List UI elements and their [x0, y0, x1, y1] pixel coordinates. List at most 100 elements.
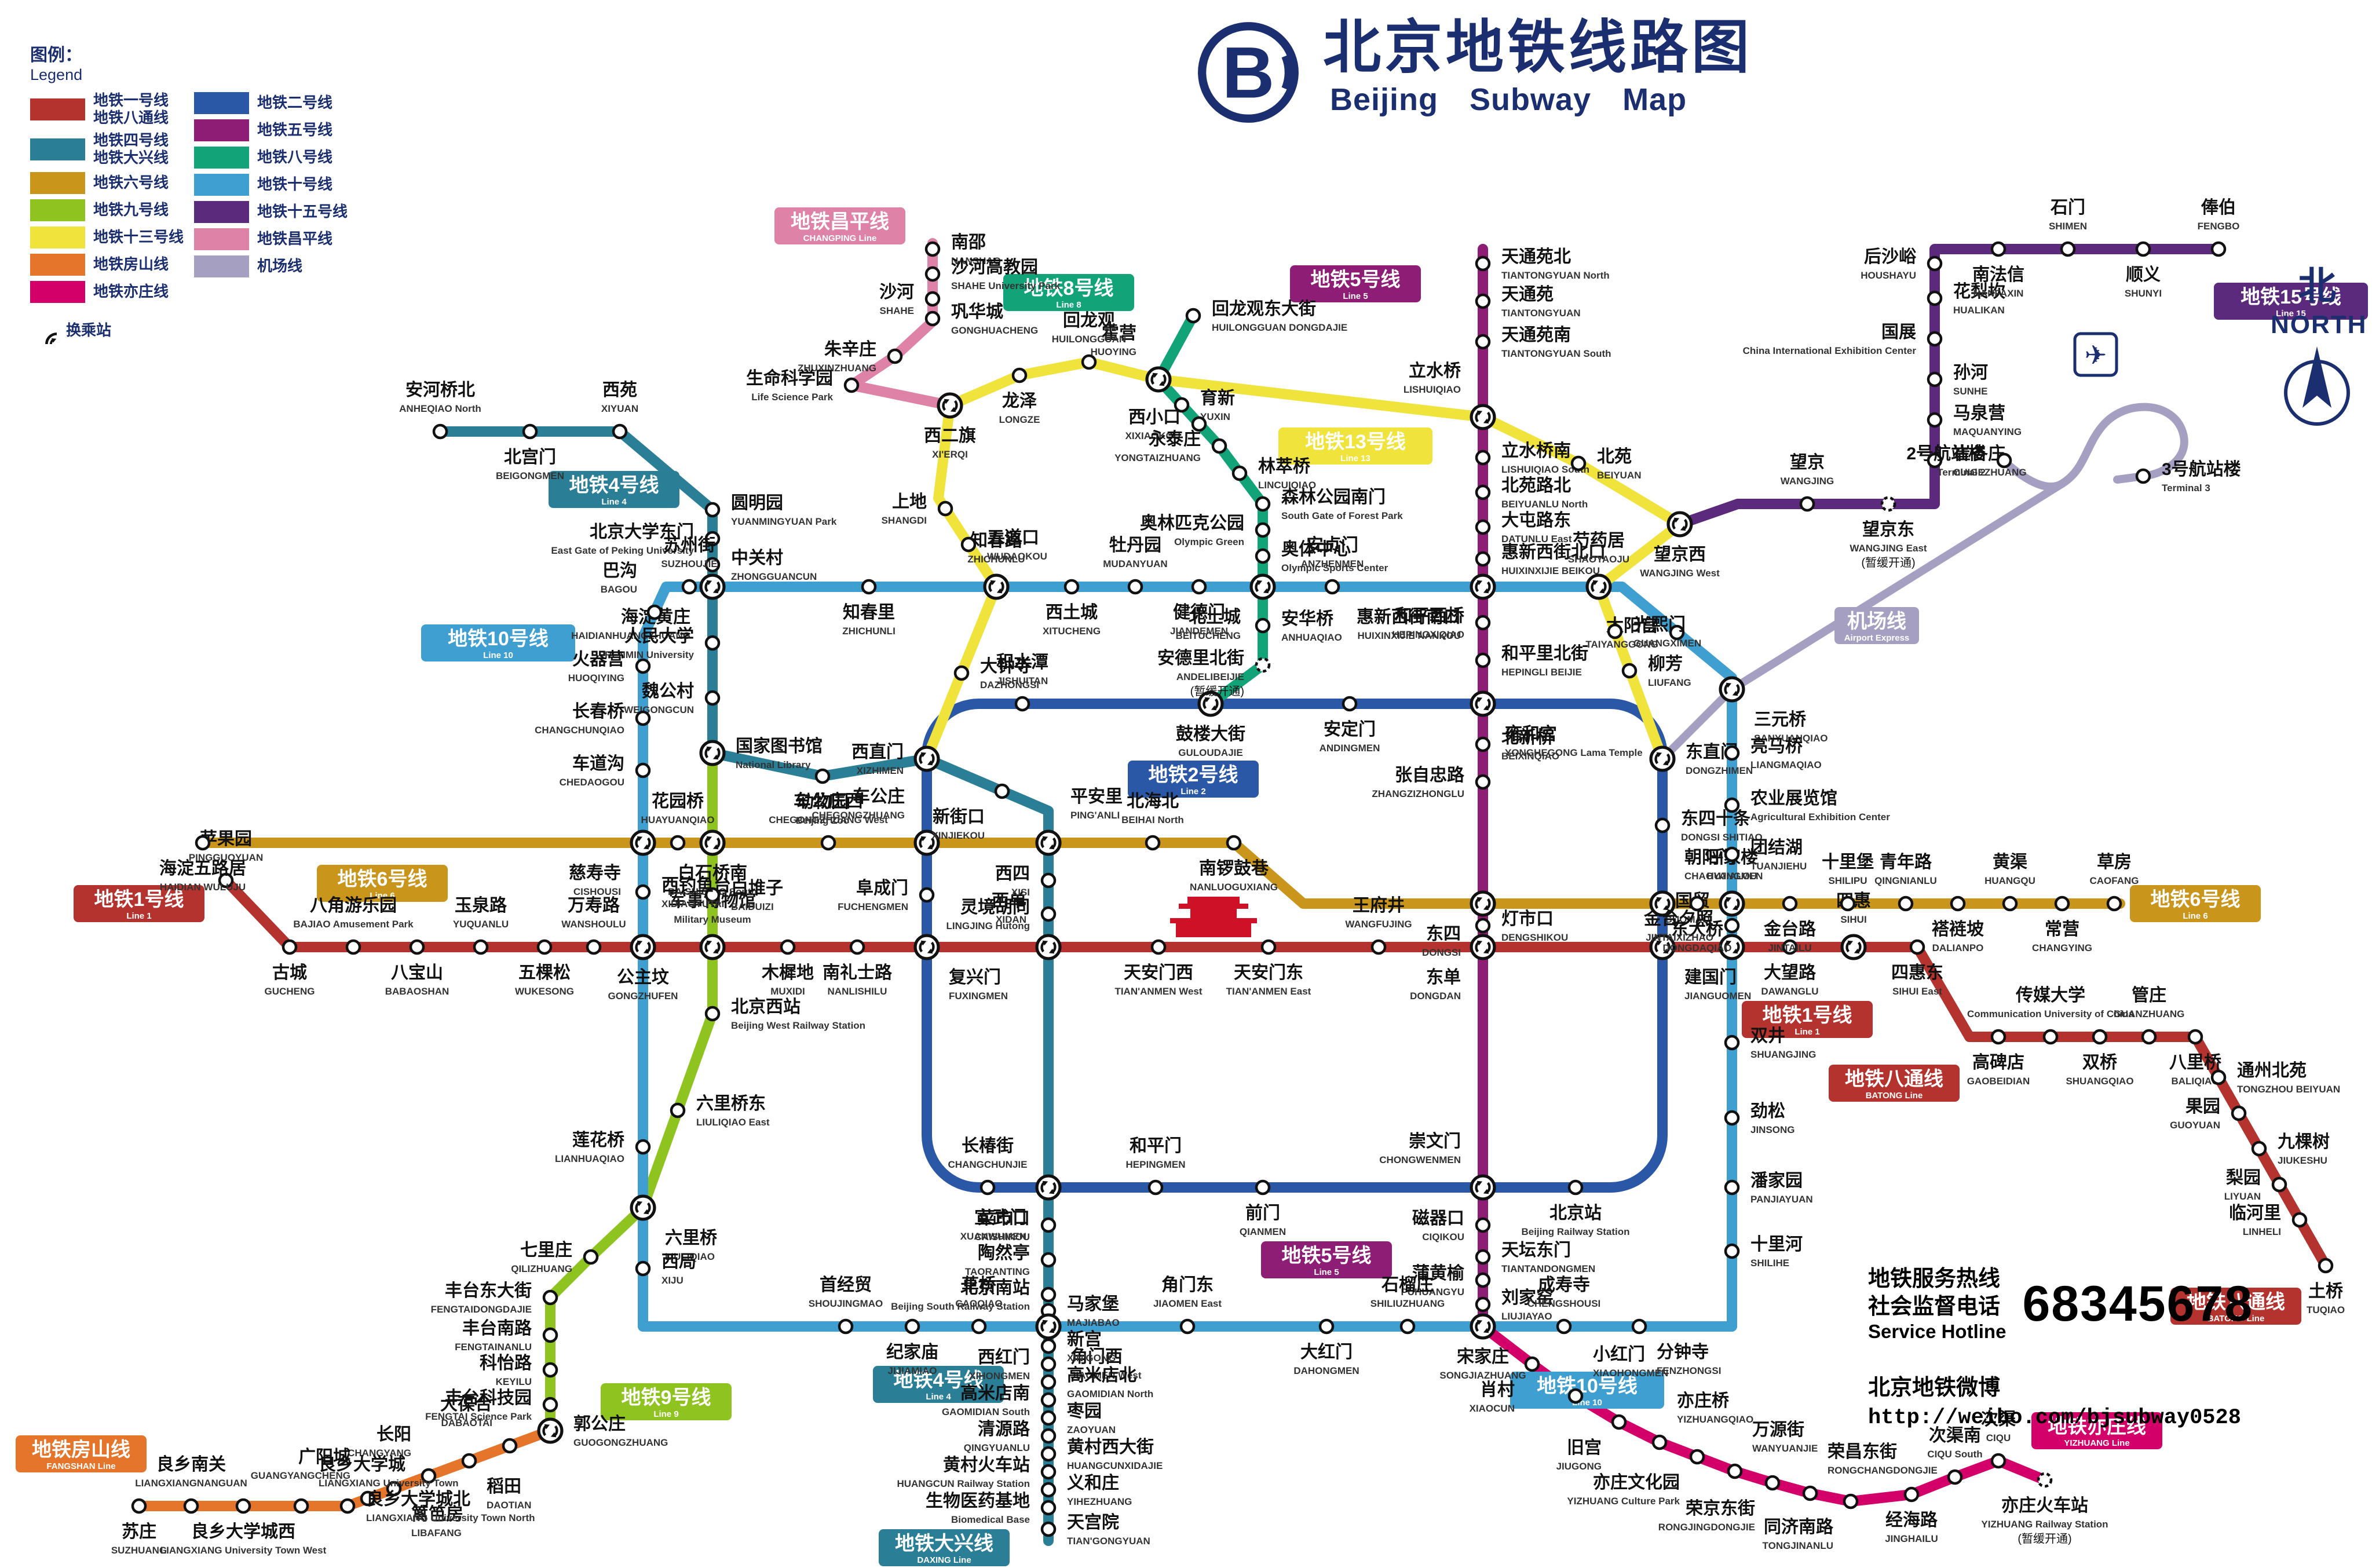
station-dot [1174, 397, 1190, 413]
station-label-cn: 苏庄 [122, 1522, 156, 1541]
station-label-cn: 黄村火车站 [943, 1455, 1030, 1475]
station-label-en: GUANZHUANG [2114, 1008, 2185, 1019]
station-dot [1063, 579, 1080, 595]
station-label-en: Olympic Green [1174, 536, 1244, 547]
station-label-en: XI'ERQI [932, 449, 968, 460]
station-label-en: PANJIAYUAN [1750, 1194, 1813, 1205]
station-label-en: NANLUOGUXIANG [1190, 882, 1278, 893]
station-label-cn: 复兴门 [949, 968, 1001, 987]
station-label-en: JINTAIXIZHAO [1646, 932, 1713, 943]
station-label-en: LISHUIQIAO [1404, 384, 1461, 395]
station-label-cn: 西二旗 [924, 426, 976, 445]
station-label-cn: 北宫门 [504, 447, 556, 467]
station-dot [1782, 939, 1798, 955]
station-label-en: Terminal 2 [1937, 467, 1986, 478]
transfer-station-icon [1471, 1176, 1494, 1199]
station-label-cn: 六里桥东 [696, 1094, 766, 1113]
station-dot [1556, 1318, 1572, 1335]
station-label-cn: 菜市口 [978, 1208, 1030, 1228]
station-dot [1011, 367, 1028, 383]
station-label-en: HUANGCUN Railway Station [897, 1478, 1030, 1489]
station-label-cn: 西土城 [1046, 603, 1098, 622]
station-label-cn: 圆明园 [731, 494, 783, 513]
legend: 图例： Legend 地铁一号线 地铁八通线地铁四号线 地铁大兴线地铁六号线地铁… [30, 41, 348, 344]
station-label-cn: 车道沟 [572, 754, 624, 773]
station-label-cn: 西单 [992, 891, 1026, 911]
line-badge-cn: 地铁10号线 [448, 628, 549, 650]
station-label-cn: 北新桥 [1501, 728, 1554, 747]
station-label-cn: 健德门 [1173, 603, 1225, 622]
station-label-en: HUOYING [1091, 346, 1136, 357]
north-cn-label: 北 [2298, 264, 2336, 307]
station-label-en: JIAOMEN East [1153, 1298, 1222, 1309]
station-label-en: PINGGUOYUAN [189, 852, 263, 863]
station-label-cn: 积水潭 [996, 653, 1048, 672]
station-label-en: ZHICHUNLI [842, 626, 896, 637]
station-label-en: BAJIAO Amusement Park [293, 919, 414, 930]
station-dot [1631, 1318, 1647, 1335]
station-label-en: Beijing South Railway Station [891, 1301, 1030, 1312]
line-badge-en: BATONG Line [1866, 1091, 1923, 1101]
station-dot [1689, 896, 1705, 912]
station-label-en: HUILONGGUAN DONGDAJIE [1212, 322, 1347, 333]
station-dot [1255, 617, 1271, 634]
station-label-cn: 东大桥 [1671, 919, 1723, 939]
airplane-glyph: ✈ [2085, 339, 2107, 371]
transfer-station-icon [631, 831, 655, 854]
station-label-en: Olympic Sports Center [1281, 562, 1388, 573]
line-badge-en: Line 8 [1056, 300, 1081, 310]
station-label-cn: 枣园 [1066, 1402, 1102, 1421]
line-badge-bg [421, 624, 575, 661]
station-dot [1040, 1521, 1057, 1537]
station-label-cn: 良乡南关 [156, 1454, 226, 1474]
station-label-en: SONGJIAZHUANG [1439, 1370, 1526, 1381]
legend-color-swatch [30, 98, 85, 120]
legend-item: 地铁十三号线 [30, 226, 184, 248]
station-label-cn: 奥林匹克公园 [1140, 513, 1244, 533]
station-dot [542, 1327, 558, 1343]
station-label-en: JISHUITAN [997, 675, 1048, 686]
station-label-cn: 石门 [2050, 198, 2085, 217]
station-label-cn: 高碑店 [1972, 1053, 2024, 1072]
station-label-en: YIZHUANG Railway Station [1981, 1519, 2108, 1530]
station-label-en: LONGZE [999, 414, 1040, 425]
station-label-en: XINJIEKOU [931, 830, 985, 841]
legend-color-swatch [30, 253, 85, 276]
station-dot [2187, 1029, 2203, 1045]
station-dot [1255, 496, 1271, 512]
station-label-cn: 3号航站楼 [2162, 459, 2241, 479]
station-dot [1040, 1464, 1057, 1480]
line-badge-bg [2214, 283, 2368, 320]
transfer-station-icon [30, 317, 57, 344]
legend-item: 地铁八号线 [194, 147, 348, 169]
station-label-en: SIHUI East [1892, 986, 1942, 997]
station-label-cn: 金台路 [1763, 919, 1817, 939]
station-label-cn: 荣昌东街 [1828, 1442, 1897, 1461]
station-dot [218, 872, 234, 889]
station-label-cn: 安定门 [1324, 719, 1376, 739]
station-dot [1040, 1252, 1057, 1268]
legend-item: 地铁四号线 地铁大兴线 [30, 131, 184, 167]
station-label-cn: 临河里 [2229, 1203, 2281, 1223]
station-dot [1909, 939, 1925, 955]
station-dot [345, 939, 361, 955]
